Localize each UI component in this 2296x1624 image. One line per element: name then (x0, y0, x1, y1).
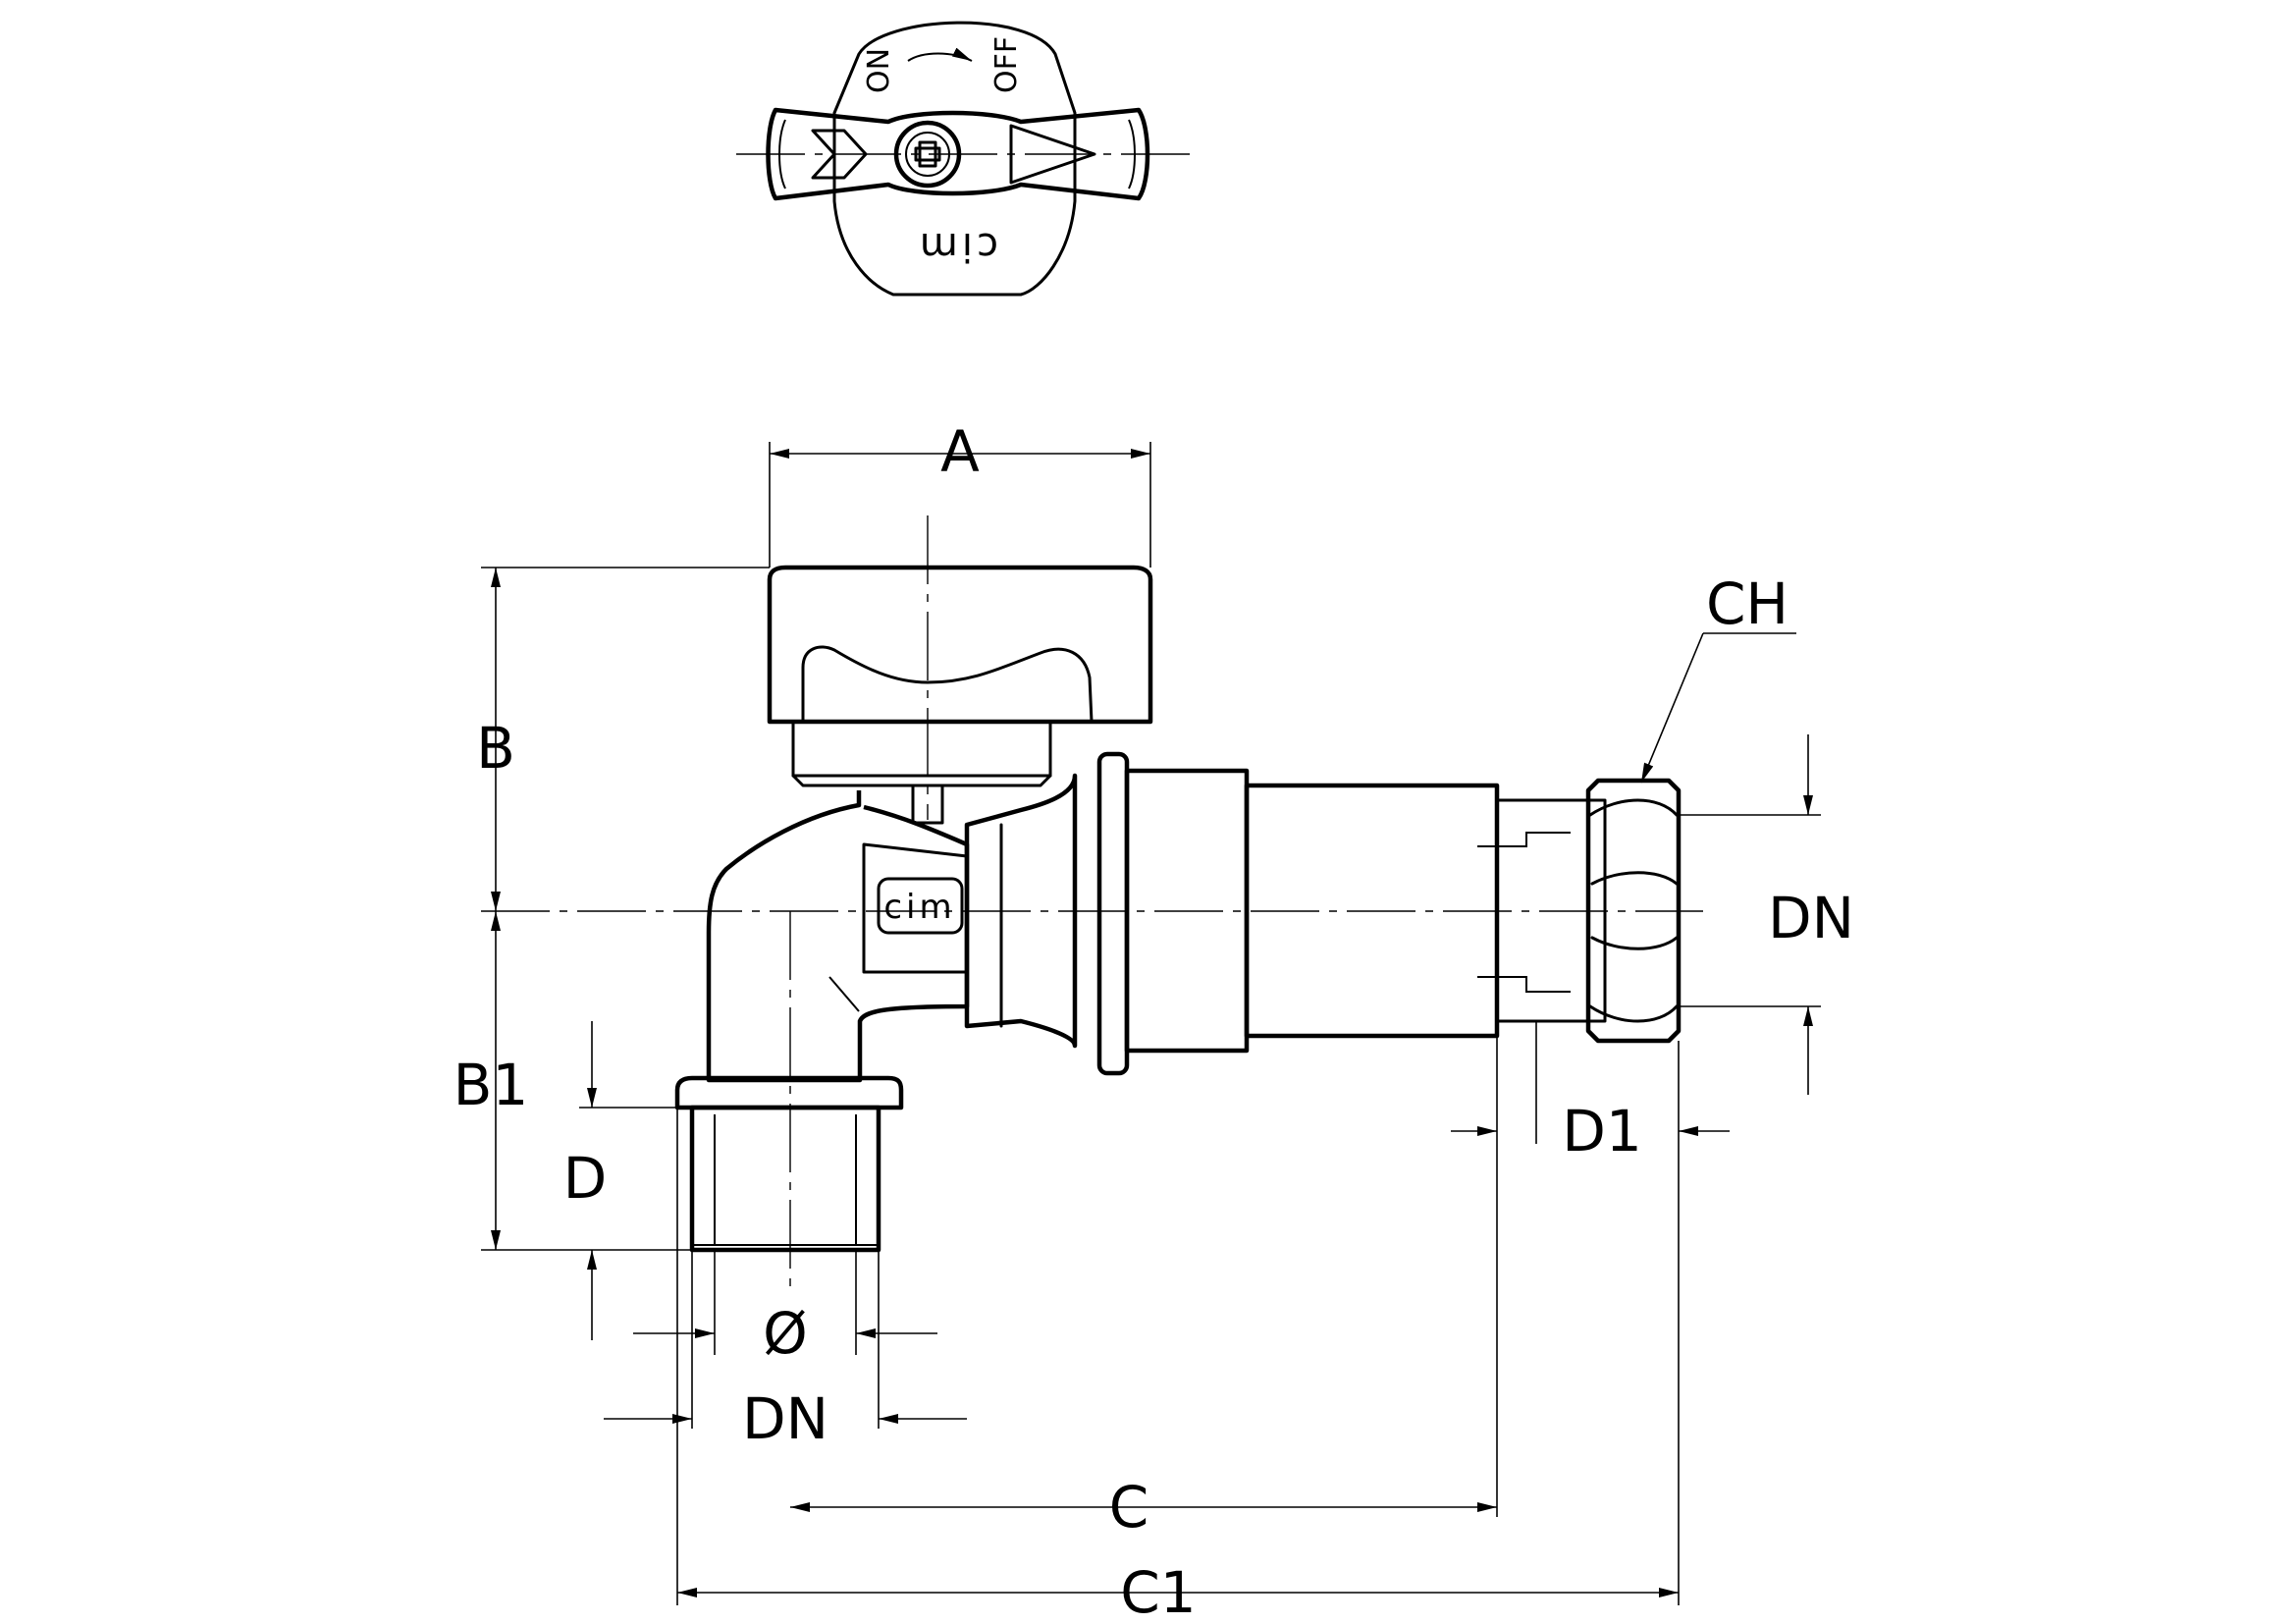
body-logo-plate (877, 877, 964, 935)
dim-label-CH: CH (1706, 570, 1789, 637)
handle-grip (801, 645, 1094, 724)
triangle-off-icon (1009, 124, 1096, 185)
dim-label-C: C (1109, 1474, 1149, 1541)
dim-label-diameter: Ø (763, 1300, 808, 1367)
dim-label-B1: B1 (454, 1052, 529, 1118)
handle-disc-outline (832, 21, 1077, 297)
handle-cap (767, 565, 1153, 725)
wall-flange (1096, 751, 1130, 1076)
handle-top-view: ON OFF cim (736, 21, 1193, 297)
rotation-arrow-icon (907, 47, 973, 62)
outlet-thread (689, 1105, 881, 1253)
valve-stem (911, 784, 944, 825)
off-label: OFF (989, 36, 1024, 93)
screw-head-icon (893, 120, 962, 189)
brand-logo-body: cim (883, 888, 955, 927)
handle-lever-inner (778, 119, 1136, 189)
on-label: ON (862, 48, 896, 93)
chevron-on-icon (811, 129, 868, 180)
valve-side-view: cim (481, 515, 1703, 1296)
valve-body (706, 790, 970, 1083)
dim-label-B: B (476, 715, 515, 782)
dim-label-DN-right: DN (1768, 885, 1854, 951)
dim-label-D: D (563, 1145, 608, 1212)
dim-label-D1: D1 (1562, 1098, 1642, 1164)
coupling-nut (964, 773, 1078, 1049)
dim-label-DN-bottom: DN (742, 1385, 828, 1452)
dim-label-A: A (940, 418, 980, 485)
dimension-lines: A B B1 D Ø DN C C1 (454, 418, 1854, 1624)
dim-label-C1: C1 (1120, 1559, 1196, 1624)
brand-logo-top: cim (916, 224, 998, 269)
hex-nut (1585, 778, 1682, 1044)
outlet-flange (674, 1075, 904, 1110)
cross-slot-icon (914, 140, 941, 168)
handle-lever (766, 107, 1150, 201)
tube-extension (1495, 798, 1607, 1023)
